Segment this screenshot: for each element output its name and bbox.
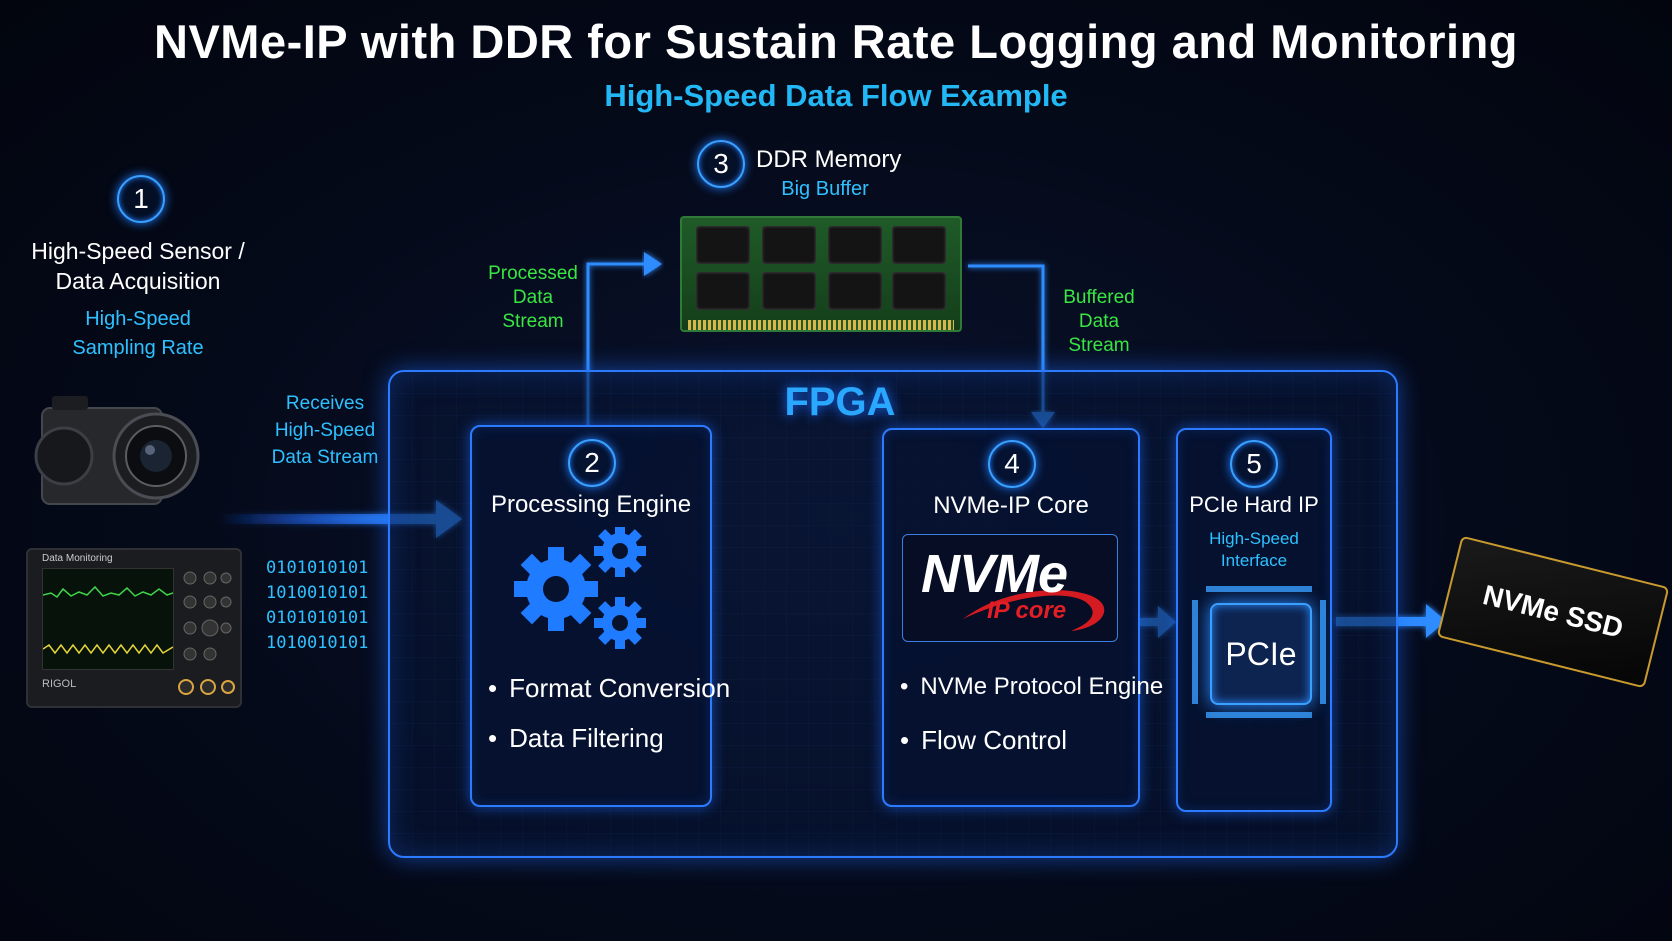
ddr-subtitle: Big Buffer: [781, 178, 869, 200]
buffered-line3: Stream: [1068, 335, 1130, 356]
sensor-subtitle: High-Speed Sampling Rate: [40, 305, 236, 363]
page-subtitle: High-Speed Data Flow Example: [604, 78, 1068, 113]
ddr-chip: [696, 272, 750, 310]
processed-line2: Data: [512, 287, 554, 308]
gears-icon: [514, 527, 646, 649]
ddr-chip: [762, 272, 816, 310]
buffered-line1: Buffered: [1063, 287, 1135, 308]
binary-line: 0101010101: [266, 558, 369, 578]
step-1-badge: 1: [117, 175, 165, 223]
camera-icon: [34, 396, 200, 505]
step-4-badge: 4: [988, 440, 1036, 488]
ddr-chip: [762, 226, 816, 264]
binary-line: 0101010101: [266, 608, 369, 628]
processing-bullet-data-filtering: Data Filtering: [488, 723, 664, 754]
scope-waveforms: [42, 585, 174, 655]
nvme-bullet-protocol-engine: NVMe Protocol Engine: [900, 673, 1163, 701]
buffered-line2: Data: [1078, 311, 1120, 332]
ddr-chip: [696, 226, 750, 264]
processing-engine-block: 2 Processing Engine Format Con: [470, 425, 730, 807]
pcie-chip-pins: [1192, 586, 1326, 718]
receives-line1: Receives: [285, 393, 365, 414]
scope-knobs: [183, 571, 232, 661]
scope-connectors: [178, 679, 235, 695]
arrow-head-ddr-in: [644, 252, 662, 276]
ddr-pins: [688, 320, 954, 330]
processing-title: Processing Engine: [490, 491, 692, 518]
ddr-chip: [892, 272, 946, 310]
ip-core-logo-text: IP core: [987, 597, 1067, 624]
nvme-logo-text: NVMe: [921, 544, 1068, 604]
nvme-ip-core-logo: NVMe IP core: [902, 534, 1118, 642]
ddr-chip: [892, 226, 946, 264]
pcie-sub-line1: High-Speed: [1209, 529, 1299, 548]
logo-swoosh-icon: [963, 590, 1105, 631]
ddr-chip: [828, 272, 882, 310]
binary-line: 1010010101: [266, 633, 369, 653]
sensor-sub-line1: High-Speed: [85, 308, 191, 330]
nvme-core-title: NVMe-IP Core: [933, 492, 1089, 519]
receives-line3: Data Stream: [271, 447, 379, 468]
receives-line2: High-Speed: [274, 420, 376, 441]
nvme-bullet-flow-control: Flow Control: [900, 725, 1067, 756]
processed-stream-label: Processed Data Stream: [478, 262, 588, 334]
binary-line: 1010010101: [266, 583, 369, 603]
oscilloscope-icon: Data Monitoring RIGOL: [26, 548, 242, 708]
scope-brand: RIGOL: [42, 678, 77, 690]
sensor-title: High-Speed Sensor / Data Acquisition: [20, 236, 256, 296]
pcie-subtitle: High-Speed Interface: [1178, 528, 1330, 572]
sensor-title-line1: High-Speed Sensor /: [31, 238, 245, 264]
sensor-sub-line2: Sampling Rate: [72, 337, 204, 359]
step-5-badge: 5: [1230, 440, 1278, 488]
pcie-title: PCIe Hard IP: [1189, 492, 1319, 517]
scope-screen: [42, 568, 174, 670]
processing-bullet-format-conversion: Format Conversion: [488, 673, 730, 704]
sensor-title-line2: Data Acquisition: [55, 268, 221, 294]
step-3-badge: 3: [697, 140, 745, 188]
buffered-stream-label: Buffered Data Stream: [1044, 286, 1154, 358]
pcie-sub-line2: Interface: [1220, 551, 1288, 570]
pcie-chip-icon: PCIe: [1210, 603, 1312, 705]
ddr-memory-module-icon: [680, 216, 962, 332]
processed-line3: Stream: [502, 311, 564, 332]
ddr-chip: [828, 226, 882, 264]
receives-label: Receives High-Speed Data Stream: [262, 390, 388, 471]
page-title: NVMe-IP with DDR for Sustain Rate Loggin…: [154, 15, 1518, 68]
arrow-ddr-to-nvme: [968, 264, 1045, 414]
fpga-label: FPGA: [784, 380, 896, 424]
processed-line1: Processed: [488, 263, 578, 284]
step-2-badge: 2: [568, 439, 616, 487]
scope-header: Data Monitoring: [42, 553, 113, 564]
ddr-title: DDR Memory: [756, 146, 902, 173]
binary-stream: 0101010101 1010010101 0101010101 1010010…: [266, 556, 368, 656]
